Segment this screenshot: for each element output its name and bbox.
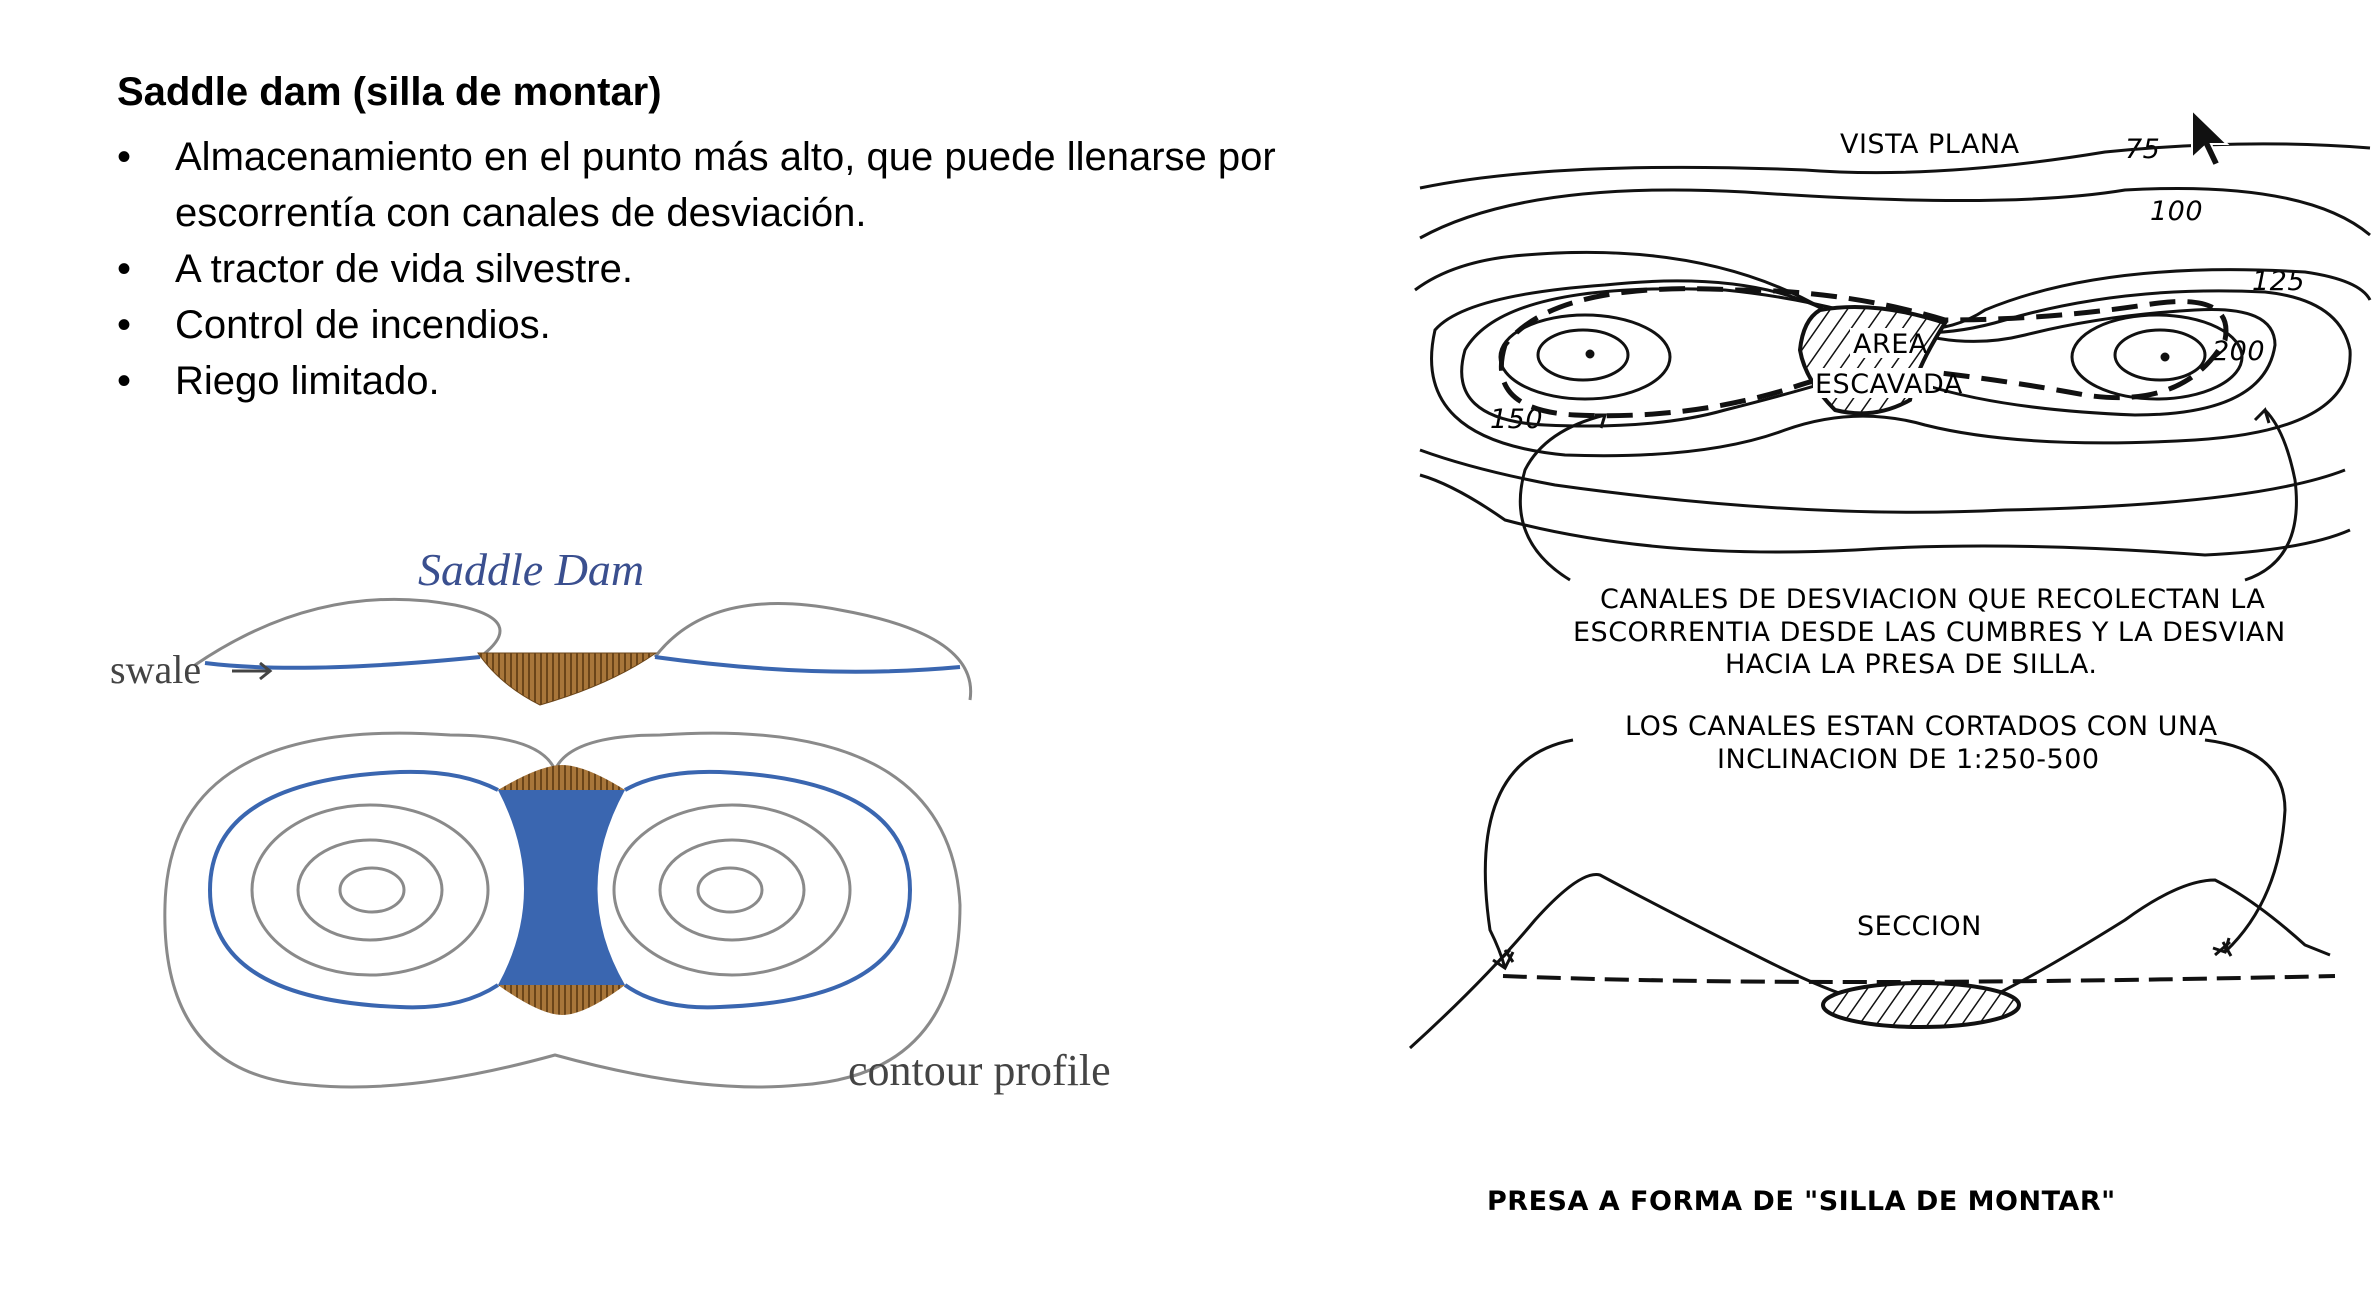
left-hill-contours (250, 803, 490, 977)
section-drawing (1408, 738, 2331, 1050)
dam-hatch-top (498, 765, 625, 790)
section-label: SECCION (1857, 911, 1982, 942)
saddle-dam-title: Saddle Dam (418, 545, 644, 595)
bullet-item: • Control de incendios. (117, 297, 1347, 353)
swale-arrow-icon (232, 661, 273, 681)
water-line-right (654, 655, 961, 674)
dam-fill-profile (477, 652, 658, 706)
area-label: ESCAVADA (1815, 369, 1963, 400)
bullet-item: • Riego limitado. (117, 353, 1347, 409)
area-label-bg (1813, 368, 1933, 398)
bullet-text: Control de incendios. (175, 303, 551, 347)
diversion-note-line: HACIA LA PRESA DE SILLA. (1725, 649, 2098, 680)
bullet-item: • Almacenamiento en el punto más alto, qu… (117, 129, 1347, 241)
bullet-text: Almacenamiento en el punto más alto, que… (175, 135, 1276, 235)
saddle-water-fill (498, 790, 625, 985)
bullet-text: Riego limitado. (175, 359, 440, 403)
diversion-note-line: ESCORRENTIA DESDE LAS CUMBRES Y LA DESVI… (1573, 617, 2286, 648)
note-arrows (1518, 407, 2298, 582)
swale-label: swale (110, 647, 201, 692)
bullet-dot: • (117, 359, 132, 403)
figure-caption: PRESA A FORMA DE "SILLA DE MONTAR" (1487, 1186, 2116, 1217)
dam-hatch-bottom (498, 985, 625, 1015)
plan-section: contour profile (163, 731, 1111, 1095)
blue-contour-right (623, 769, 913, 1010)
plan-view-title: VISTA PLANA (1840, 129, 2020, 160)
mouse-cursor-icon (2191, 110, 2230, 168)
blue-contour-left (207, 769, 500, 1010)
hill-profile-right (653, 602, 973, 701)
area-label: AREA (1853, 329, 1928, 360)
plan-contour-lines (1414, 142, 2372, 557)
bullet-text: A tractor de vida silvestre. (175, 247, 633, 291)
profile-section: Saddle Dam swale (110, 545, 973, 706)
bullet-list: • Almacenamiento en el punto más alto, qu… (117, 129, 1347, 409)
saddle-presa-figure: VISTA PLANA 75 100 125 150 200 AREA ESCA… (1408, 110, 2372, 1217)
diversion-channels-plan (1498, 286, 2229, 419)
slide-title: Saddle dam (silla de montar) (117, 70, 662, 114)
bullet-dot: • (117, 135, 132, 179)
water-line-left (204, 655, 481, 670)
diversion-note-line: CANALES DE DESVIACION QUE RECOLECTAN LA (1600, 584, 2265, 615)
contour-profile-label: contour profile (848, 1046, 1111, 1095)
hill-profile-left (194, 597, 502, 667)
right-hill-contours (612, 803, 852, 977)
area-label-bg (1850, 328, 1910, 358)
slope-note-line: LOS CANALES ESTAN CORTADOS CON UNA (1625, 711, 2218, 742)
saddle-dam-figure: Saddle Dam swale contour profile (110, 545, 1111, 1095)
bullet-dot: • (117, 247, 132, 291)
slope-note-line: INCLINACION DE 1:250-500 (1717, 744, 2100, 775)
slide-text-block: Saddle dam (silla de montar) • Almacenami… (117, 70, 1347, 409)
contour-label: 100 (2150, 196, 2203, 227)
bullet-item: • A tractor de vida silvestre. (117, 241, 1347, 297)
section-channel-line (1502, 974, 2336, 984)
outer-contour (163, 731, 962, 1089)
bullet-dot: • (117, 303, 132, 347)
contour-label: 200 (2212, 336, 2265, 367)
hill-peaks (1498, 313, 2244, 401)
